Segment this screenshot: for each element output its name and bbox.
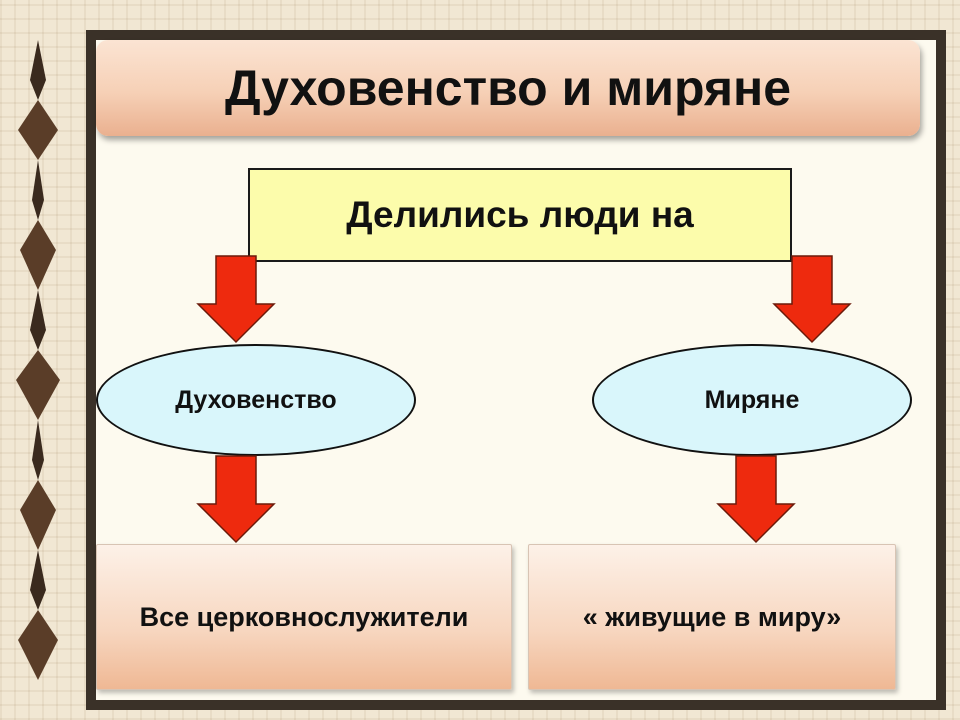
arrow-to-left-ellipse — [198, 256, 274, 342]
arrow-shape — [774, 256, 850, 342]
arrow-shape — [198, 456, 274, 542]
laity-description-box: « живущие в миру» — [528, 544, 896, 690]
clergy-ellipse: Духовенство — [96, 344, 416, 456]
arrow-to-right-box — [718, 456, 794, 542]
ornament-border — [6, 40, 70, 680]
laity-ellipse: Миряне — [592, 344, 912, 456]
top-box: Делились люди на — [248, 168, 792, 262]
arrow-shape — [198, 256, 274, 342]
clergy-description-box: Все церковнослужители — [96, 544, 512, 690]
arrow-to-right-ellipse — [774, 256, 850, 342]
page-title: Духовенство и миряне — [96, 40, 920, 136]
arrow-to-left-box — [198, 456, 274, 542]
arrow-shape — [718, 456, 794, 542]
